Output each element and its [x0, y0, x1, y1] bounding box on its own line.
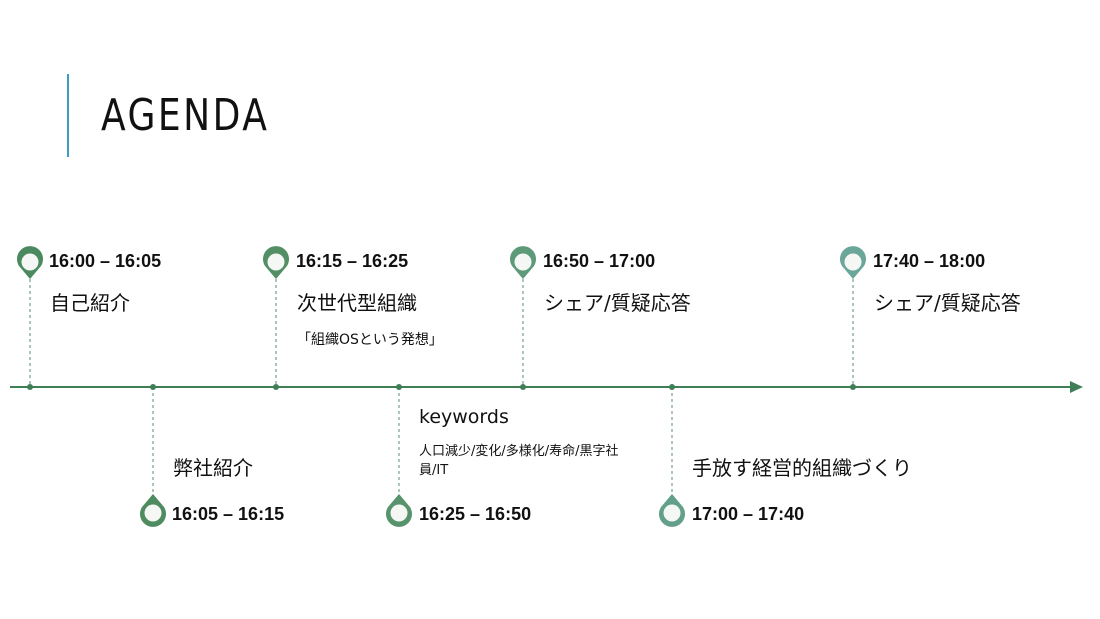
agenda-label-2: 弊社紹介	[173, 456, 253, 480]
map-pin-icon	[17, 246, 43, 279]
agenda-time-2: 16:05 – 16:15	[172, 504, 285, 524]
keywords-list: 人口減少/変化/多様化/寿命/黒字社員/IT	[419, 444, 619, 478]
agenda-time-4: 16:25 – 16:50	[419, 504, 532, 524]
map-pin-icon	[840, 246, 866, 279]
slide-title: AGENDA	[101, 90, 270, 141]
agenda-label-1: 自己紹介	[50, 291, 130, 315]
map-pin-icon	[659, 494, 686, 527]
axis-dot-1	[27, 384, 33, 390]
agenda-label-7: シェア/質疑応答	[874, 291, 1021, 315]
map-pin-icon	[140, 494, 166, 527]
axis-dot-2	[150, 384, 156, 390]
timeline-arrowhead-icon	[1070, 381, 1083, 393]
agenda-label-5: シェア/質疑応答	[544, 291, 691, 315]
agenda-label-6: 手放す経営的組織づくり	[692, 456, 912, 480]
map-pin-icon	[263, 246, 289, 279]
agenda-time-1: 16:00 – 16:05	[49, 251, 162, 271]
agenda-label-3: 次世代型組織	[297, 291, 417, 315]
agenda-time-3: 16:15 – 16:25	[296, 251, 409, 271]
agenda-time-6: 17:00 – 17:40	[692, 504, 805, 524]
map-pin-icon	[510, 246, 536, 279]
axis-dot-7	[850, 384, 856, 390]
axis-dot-4	[396, 384, 402, 390]
axis-dot-5	[520, 384, 526, 390]
agenda-time-5: 16:50 – 17:00	[543, 251, 656, 271]
title-accent-bar	[67, 74, 69, 157]
keywords-heading: keywords	[419, 406, 509, 428]
axis-dot-6	[669, 384, 675, 390]
agenda-time-7: 17:40 – 18:00	[873, 251, 986, 271]
map-pin-icon	[386, 494, 413, 527]
axis-dot-3	[273, 384, 279, 390]
agenda-note-3: 「組織OSという発想」	[297, 332, 443, 348]
